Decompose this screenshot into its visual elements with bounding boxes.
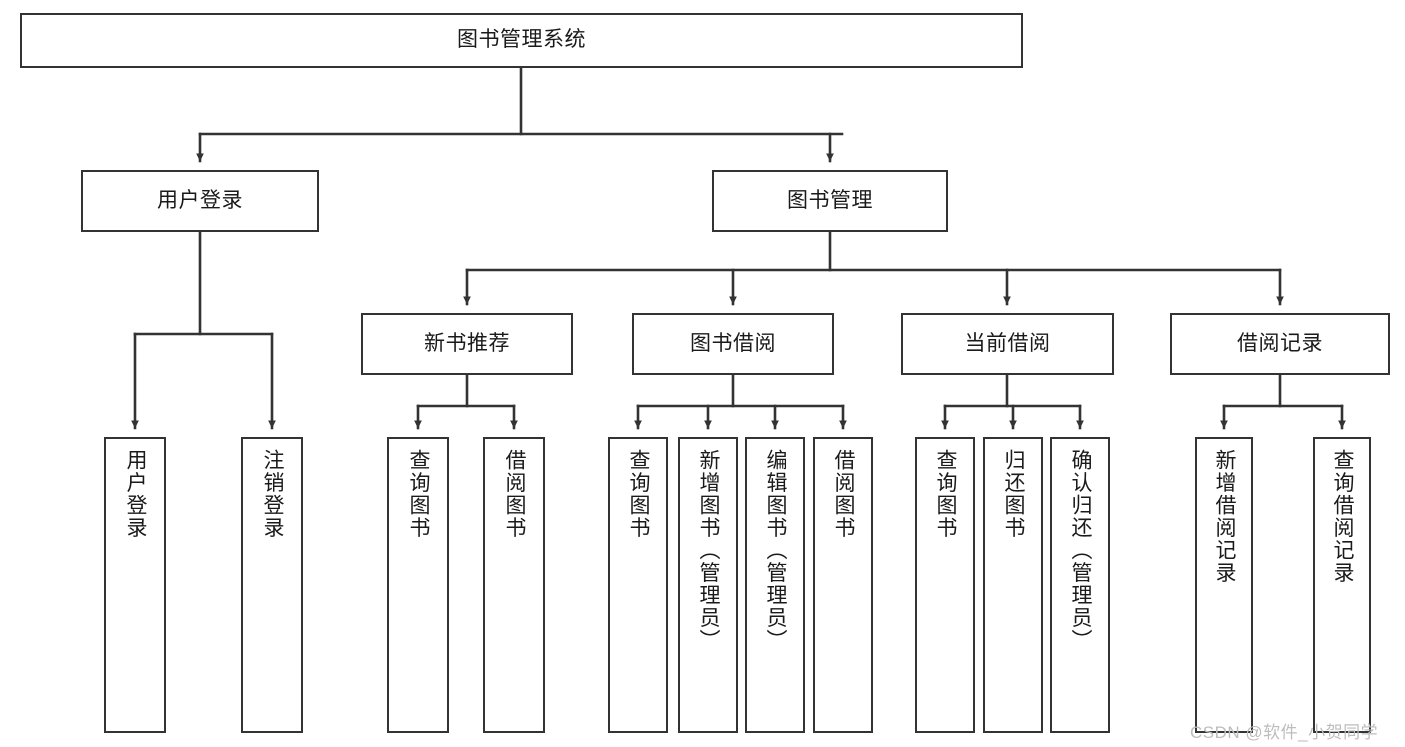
leaf-node[interactable]: 查询图书 — [387, 437, 449, 733]
leaf-node[interactable]: 归还图书 — [983, 437, 1043, 733]
leaf-node-label: 归还图书 — [1002, 449, 1026, 539]
node-root-label: 图书管理系统 — [457, 28, 586, 52]
leaf-node[interactable]: 用户登录 — [104, 437, 166, 733]
leaf-node-label: 查询图书 — [407, 449, 431, 539]
leaf-node-label: 查询图书 — [627, 449, 651, 539]
leaf-node-label: 新增借阅记录 — [1213, 449, 1237, 584]
leaf-node[interactable]: 查询图书 — [915, 437, 975, 733]
leaf-node-label: 借阅图书 — [503, 449, 527, 539]
leaf-node[interactable]: 编辑图书（管理员） — [745, 437, 805, 733]
node-borrowing-record-label: 借阅记录 — [1237, 331, 1323, 355]
node-new-book-recommendation[interactable]: 新书推荐 — [361, 313, 573, 375]
leaf-node-label: 编辑图书（管理员） — [764, 449, 788, 652]
node-borrowing-record[interactable]: 借阅记录 — [1170, 313, 1390, 375]
node-root[interactable]: 图书管理系统 — [20, 13, 1023, 68]
leaf-node[interactable]: 确认归还（管理员） — [1050, 437, 1110, 733]
node-book-management-label: 图书管理 — [787, 188, 873, 212]
leaf-node[interactable]: 新增图书（管理员） — [678, 437, 738, 733]
node-book-management[interactable]: 图书管理 — [712, 170, 948, 232]
leaf-node[interactable]: 新增借阅记录 — [1195, 437, 1253, 733]
node-current-borrowing[interactable]: 当前借阅 — [901, 313, 1114, 375]
leaf-node[interactable]: 借阅图书 — [483, 437, 545, 733]
node-user-login[interactable]: 用户登录 — [81, 170, 319, 232]
leaf-node[interactable]: 借阅图书 — [813, 437, 873, 733]
leaf-node-label: 确认归还（管理员） — [1069, 449, 1093, 652]
node-user-login-label: 用户登录 — [157, 188, 243, 212]
leaf-node[interactable]: 查询借阅记录 — [1313, 437, 1371, 733]
csdn-watermark: CSDN @软件_小贺同学 — [1190, 723, 1379, 742]
leaf-node-label: 查询图书 — [934, 449, 958, 539]
leaf-node-label: 用户登录 — [124, 449, 148, 539]
node-new-book-recommendation-label: 新书推荐 — [424, 331, 510, 355]
leaf-node-label: 新增图书（管理员） — [697, 449, 721, 652]
leaf-node[interactable]: 查询图书 — [608, 437, 668, 733]
node-book-borrowing[interactable]: 图书借阅 — [632, 313, 834, 375]
node-current-borrowing-label: 当前借阅 — [964, 331, 1051, 355]
leaf-node-label: 注销登录 — [261, 449, 285, 539]
leaf-node-label: 查询借阅记录 — [1331, 449, 1355, 584]
leaf-node[interactable]: 注销登录 — [241, 437, 303, 733]
node-book-borrowing-label: 图书借阅 — [690, 331, 776, 355]
leaf-node-label: 借阅图书 — [832, 449, 856, 539]
